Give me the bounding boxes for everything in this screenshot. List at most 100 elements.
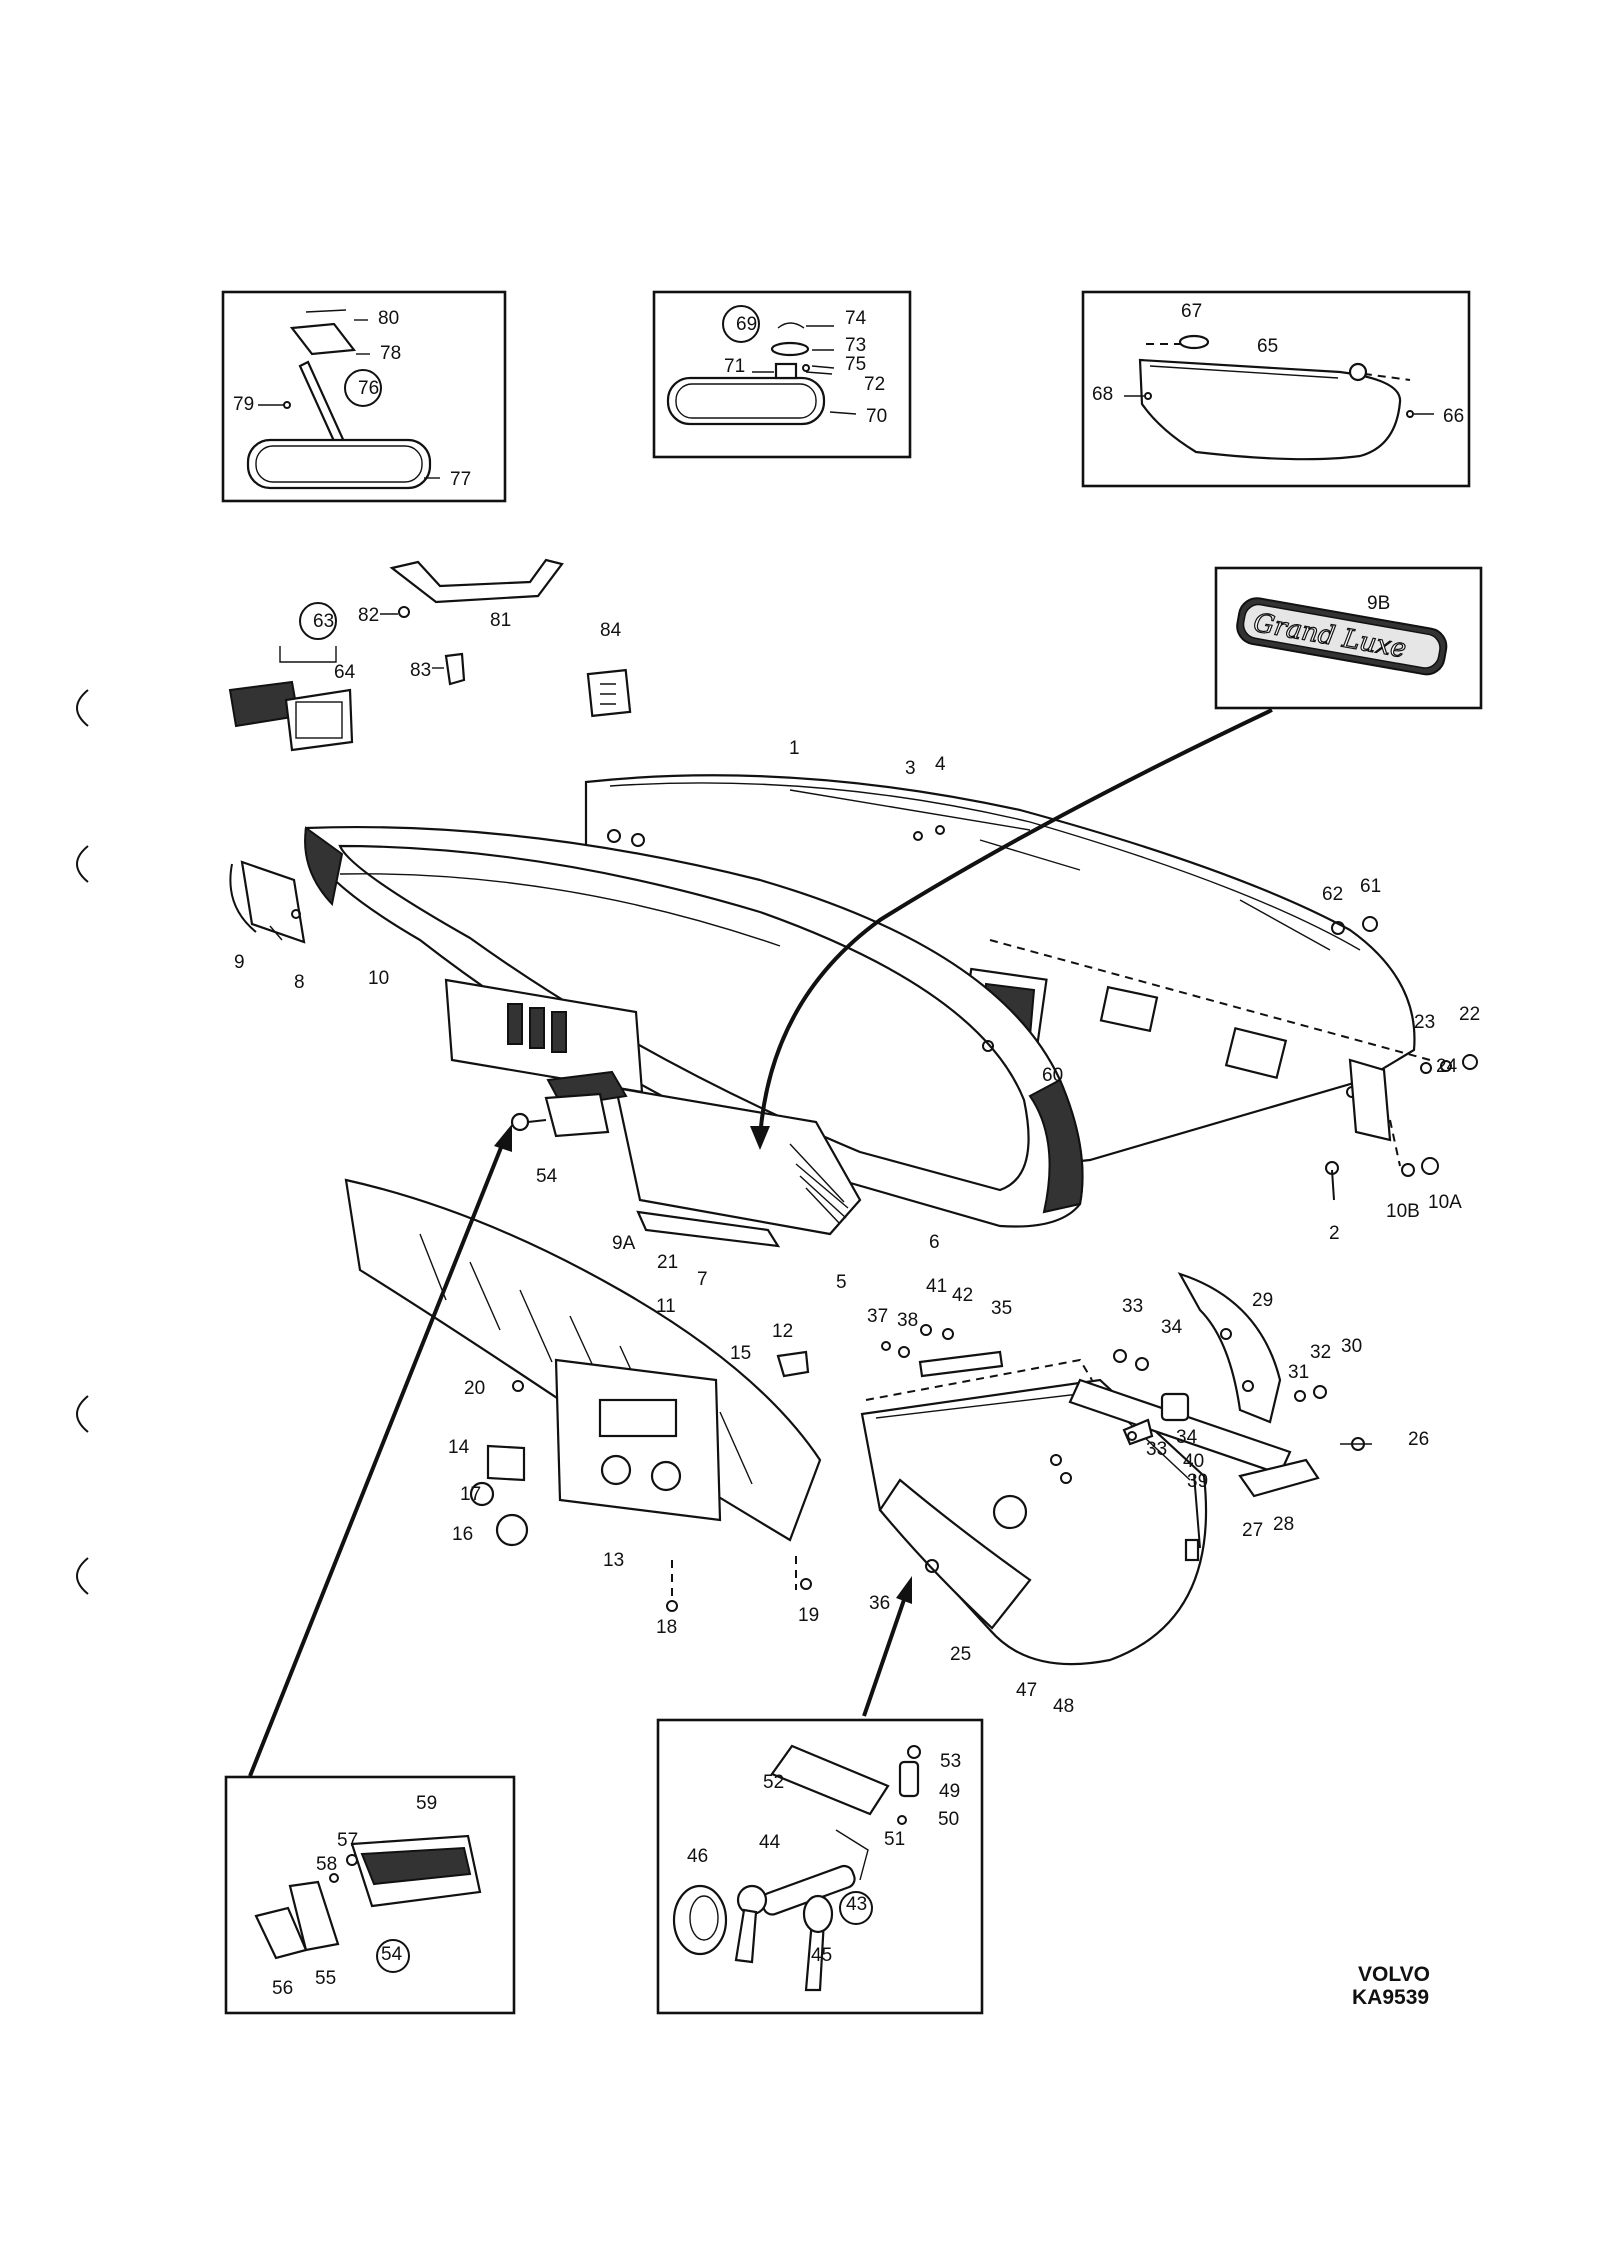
part-label: 5: [836, 1272, 847, 1293]
inset-glovebox-lock: [656, 1718, 984, 2015]
part-label: 18: [656, 1617, 677, 1638]
part-label: 28: [1273, 1514, 1294, 1535]
part-label: 14: [448, 1437, 470, 1458]
part-label: 74: [845, 308, 867, 329]
part-label: 1: [789, 738, 800, 759]
part-label: 6: [929, 1232, 940, 1253]
grab-handle: [380, 558, 564, 618]
inset-mirror-arm: [221, 290, 507, 503]
part-label: 12: [772, 1321, 793, 1342]
part-label: 51: [884, 1829, 905, 1850]
part-label: 82: [358, 605, 379, 626]
part-label: 45: [811, 1945, 832, 1966]
part-label: 35: [991, 1298, 1012, 1319]
part-label: 81: [490, 610, 511, 631]
inset-mirror-clip: [652, 290, 912, 459]
part-label: 13: [603, 1550, 624, 1571]
part-label: 84: [600, 620, 622, 641]
part-label: 37: [867, 1306, 888, 1327]
instrument-panel: [444, 978, 862, 1248]
part-label: 25: [950, 1644, 971, 1665]
part-label: 48: [1053, 1696, 1074, 1717]
part-label: 43: [846, 1894, 867, 1915]
part-label: 68: [1092, 384, 1113, 405]
part-label: 30: [1341, 1336, 1362, 1357]
part-label: 69: [736, 314, 757, 335]
part-label: 71: [724, 356, 745, 377]
part-label: 64: [334, 662, 356, 683]
part-label: 77: [450, 469, 471, 490]
part-label: 56: [272, 1978, 293, 1999]
fasteners: [913, 825, 1478, 1441]
inset-emblem: Grand Luxe: [1214, 566, 1483, 710]
lower-panel: [344, 1178, 822, 1612]
part-label: 29: [1252, 1290, 1273, 1311]
part-label: 59: [416, 1793, 437, 1814]
part-label: 52: [763, 1772, 784, 1793]
inset-sun-visor: [1081, 290, 1471, 488]
part-label: 50: [938, 1809, 959, 1830]
part-label: 10B: [1386, 1201, 1420, 1222]
part-label: 41: [926, 1276, 947, 1297]
part-label: 32: [1310, 1342, 1331, 1363]
part-label: 10: [368, 968, 389, 989]
part-label: 34: [1176, 1427, 1198, 1448]
part-label: 40: [1183, 1451, 1204, 1472]
part-label: 42: [952, 1285, 973, 1306]
label-84: [586, 668, 632, 718]
part-label: 9A: [612, 1233, 636, 1254]
leader-arrows: [248, 708, 1273, 1777]
part-label: 3: [905, 758, 916, 779]
part-label: 54: [381, 1944, 403, 1965]
part-label: 17: [460, 1484, 481, 1505]
brand-label: VOLVO: [1358, 1963, 1430, 1986]
part-label: 53: [940, 1751, 961, 1772]
part-label: 22: [1459, 1004, 1480, 1025]
part-label: 24: [1436, 1056, 1458, 1077]
part-label: 23: [1414, 1012, 1435, 1033]
switch-unit: [228, 646, 354, 752]
part-label: 62: [1322, 884, 1343, 905]
part-label: 49: [939, 1781, 960, 1802]
part-label: 80: [378, 308, 399, 329]
part-label: 27: [1242, 1520, 1263, 1541]
inset-ashtray: [224, 1775, 516, 2015]
part-label: 67: [1181, 301, 1202, 322]
part-label: 10A: [1428, 1192, 1462, 1213]
part-label: 73: [845, 335, 866, 356]
part-label: 9B: [1367, 593, 1390, 614]
drawing-number: KA9539: [1352, 1986, 1429, 2009]
part-label: 57: [337, 1830, 358, 1851]
glovebox-hinge: [1068, 1272, 1372, 1498]
part-label: 33: [1146, 1439, 1167, 1460]
part-label: 11: [656, 1296, 676, 1317]
part-label: 70: [866, 406, 887, 427]
part-label: 78: [380, 343, 401, 364]
latch-strike: [776, 1324, 1154, 1484]
part-label: 55: [315, 1968, 336, 1989]
switch-54: [510, 1070, 628, 1138]
part-label: 9: [234, 952, 245, 973]
part-label: 7: [697, 1269, 708, 1290]
part-label: 76: [358, 378, 379, 399]
part-label: 58: [316, 1854, 337, 1875]
part-label: 79: [233, 394, 254, 415]
part-label: 21: [657, 1252, 678, 1273]
part-label: 61: [1360, 876, 1381, 897]
part-label: 66: [1443, 406, 1464, 427]
part-label: 39: [1187, 1471, 1208, 1492]
part-label: 26: [1408, 1429, 1429, 1450]
part-label: 75: [845, 354, 866, 375]
part-label: 8: [294, 972, 305, 993]
part-label: 63: [313, 611, 334, 632]
pad-end-cap: [229, 860, 306, 944]
clip-83: [432, 652, 466, 686]
part-label: 54: [536, 1166, 558, 1187]
part-label: 44: [759, 1832, 781, 1853]
part-label: 60: [1042, 1065, 1063, 1086]
dashboard-crash-pad: [304, 825, 1084, 1228]
part-label: 19: [798, 1605, 819, 1626]
part-label: 16: [452, 1524, 473, 1545]
